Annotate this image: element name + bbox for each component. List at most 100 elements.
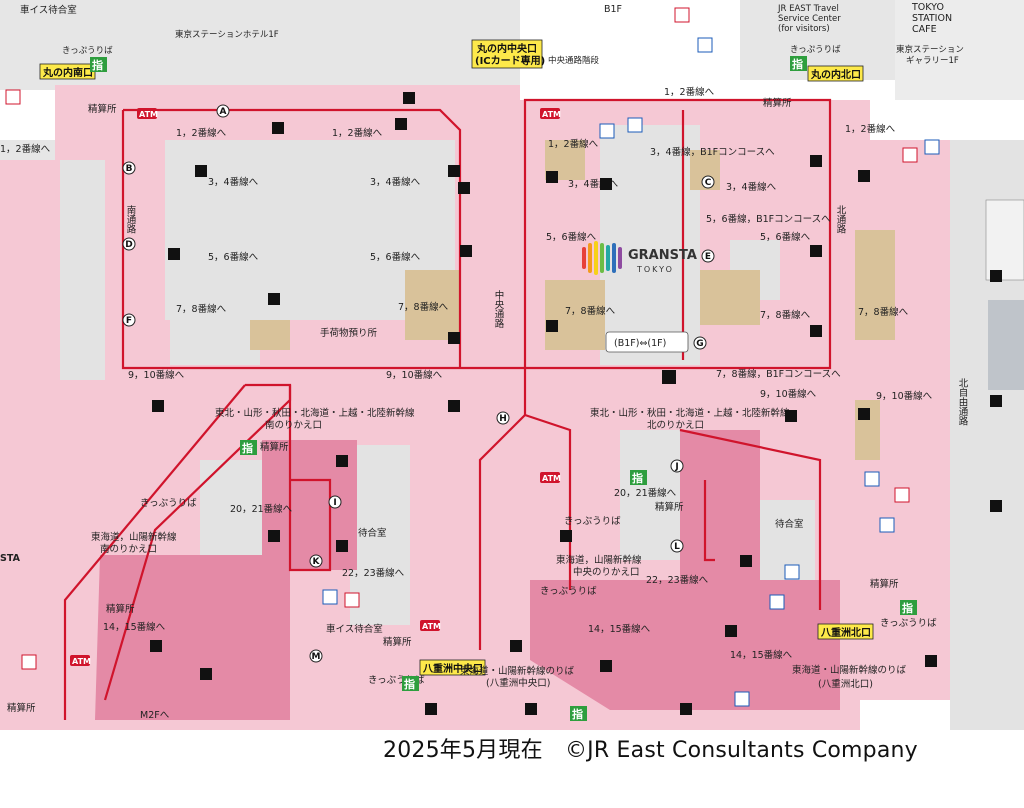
escalator-icon [810,155,822,167]
atm-text: ATM [422,622,441,631]
escalator-icon [725,625,737,637]
escalator-icon [150,640,162,652]
label-ticket: きっぷうりば [880,618,937,629]
marker-letter: I [333,498,336,508]
label-platform: 14，15番線へ [103,621,166,633]
label-gallery-1: 東京ステーション [896,44,964,55]
marker-i: I [328,495,342,509]
restroom-icon [879,517,895,533]
stairs-icon [448,332,460,344]
escalator-icon [680,703,692,715]
marker-circle [309,649,323,663]
label-jr-travel-1: JR EAST Travel [777,4,839,14]
wheelchair-icon [599,123,615,139]
atm-badge: ATM [540,108,561,119]
badge-text: 指 [242,441,253,455]
badge-text: 指 [632,471,643,485]
marker-letter: A [220,107,227,117]
escalator-icon [810,245,822,257]
label-fare-adjust: 精算所 [763,97,792,109]
exit-marunouchi-north[interactable]: 丸の内北口 [807,65,864,82]
marker-letter: G [696,339,703,349]
label-south-passage: 南通路 [125,204,137,234]
badge-text: 指 [902,601,913,615]
marker-b: B [122,161,136,175]
label-platform: 1，2番線へ [176,127,227,139]
reserved-ticket-badge: 指 [630,470,647,485]
escalator-icon [268,530,280,542]
label-gallery-2: ギャラリー1F [906,56,959,66]
marker-circle [701,175,715,189]
exit-label: 八重洲中央口 [422,662,483,675]
building-gallery [895,0,1024,100]
label-cafe-1: TOKYO [911,2,944,13]
floor-plan: GRANSTA TOKYO 丸の内南口 丸の内中央口 (ICカード専用) 丸の内… [0,0,1024,730]
label-shinkansen-south-1: 東北・山形・秋田・北海道・上越・北陸新幹線 [215,407,415,419]
label-text: 中央通路 [493,289,505,329]
label-yaesu-central-2: (八重洲中央口) [486,677,550,689]
marker-d: D [122,237,136,251]
escalator-icon [272,122,284,134]
label-ticket: きっぷうりば [140,498,197,509]
escalator-icon [268,293,280,305]
stairs-icon [195,165,207,177]
atm-text: ATM [542,110,561,119]
escalator-icon [858,170,870,182]
escalator-icon [460,245,472,257]
elevator-icon [403,92,415,104]
badge-text: 指 [572,707,583,721]
label-platform: 14，15番線へ [730,649,793,661]
stair-blocks [250,140,895,460]
atm-badge: ATM [540,472,561,483]
marker-letter: J [674,462,678,472]
exit-label: 丸の内中央口 [476,42,537,55]
copyright-credit: 2025年5月現在 ©JR East Consultants Company [383,738,918,763]
atm-badge: ATM [137,108,158,119]
label-ticket: きっぷうりば [564,516,621,527]
label-platform: 3，4番線へ [726,181,777,193]
marker-circle [496,411,510,425]
marker-e: E [701,249,715,263]
label-platform: 7，8番線へ [858,306,909,318]
marker-circle [693,336,707,350]
escalator-icon [336,455,348,467]
marker-letter: H [499,414,507,424]
escalator-icon [525,703,537,715]
marker-circle [309,554,323,568]
marker-a: A [216,104,230,118]
exit-yaesu-north[interactable]: 八重洲北口 [817,623,874,640]
wheelchair-icon [924,139,940,155]
escalator-icon [810,325,822,337]
exit-label: 丸の内南口 [42,66,93,79]
escalator-icon [560,530,572,542]
label-platform: 5，6番線，B1Fコンコースへ [706,213,831,225]
exit-marunouchi-central[interactable]: 丸の内中央口 (ICカード専用) [471,39,545,69]
label-platform: 1，2番線へ [0,143,51,155]
exit-label: 八重洲北口 [820,626,871,639]
atm-text: ATM [139,110,158,119]
escalator-icon [546,171,558,183]
shinkansen-zones [95,430,840,720]
escalator-icon [546,320,558,332]
label-fare-adjust: 精算所 [870,578,899,590]
elevator-icon [662,370,676,384]
gransta-logo: GRANSTA TOKYO [582,241,697,275]
badge-text: 指 [92,58,103,72]
label-platform: 22，23番線へ [646,574,709,586]
escalator-icon [925,655,937,667]
label-platform: 5，6番線へ [546,231,597,243]
label-platform: 3，4番線，B1Fコンコースへ [650,146,775,158]
marker-letter: M [312,652,321,662]
escalator-icon [600,178,612,190]
exit-yaesu-central[interactable]: 八重洲中央口 [419,659,486,676]
reserved-ticket-badge: 指 [240,440,257,455]
badge-text: 指 [792,57,803,71]
label-ticket: きっぷうりば [62,46,113,56]
exit-marunouchi-south[interactable]: 丸の内南口 [39,63,96,80]
marker-letter: L [674,542,680,552]
label-platform: 20，21番線へ [230,503,293,515]
label-text: 北自由通路 [957,378,969,426]
label-platform: 22，23番線へ [342,567,405,579]
label-platform: 9，10番線へ [386,369,443,381]
